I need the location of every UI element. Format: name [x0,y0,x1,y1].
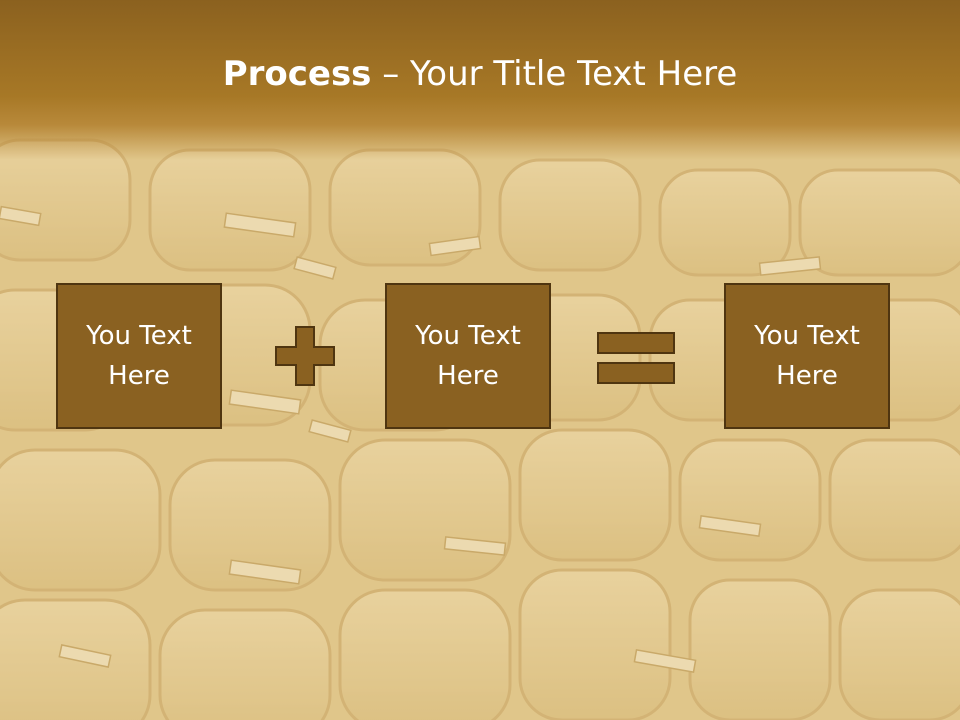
process-box-3[interactable]: You Text Here [724,283,890,429]
header-band [0,0,960,160]
equals-icon [597,332,675,384]
process-box-text: You Text Here [737,316,877,396]
plus-icon [275,326,335,386]
box-line-1: You Text [754,321,860,351]
process-box-1[interactable]: You Text Here [56,283,222,429]
slide-title: Process – Your Title Text Here [0,52,960,96]
process-box-text: You Text Here [398,316,538,396]
box-line-2: Here [776,361,838,391]
box-line-1: You Text [415,321,521,351]
process-box-2[interactable]: You Text Here [385,283,551,429]
title-rest: – Your Title Text Here [371,54,738,94]
box-line-1: You Text [86,321,192,351]
box-line-2: Here [108,361,170,391]
process-box-text: You Text Here [69,316,209,396]
box-line-2: Here [437,361,499,391]
title-bold: Process [222,54,372,94]
